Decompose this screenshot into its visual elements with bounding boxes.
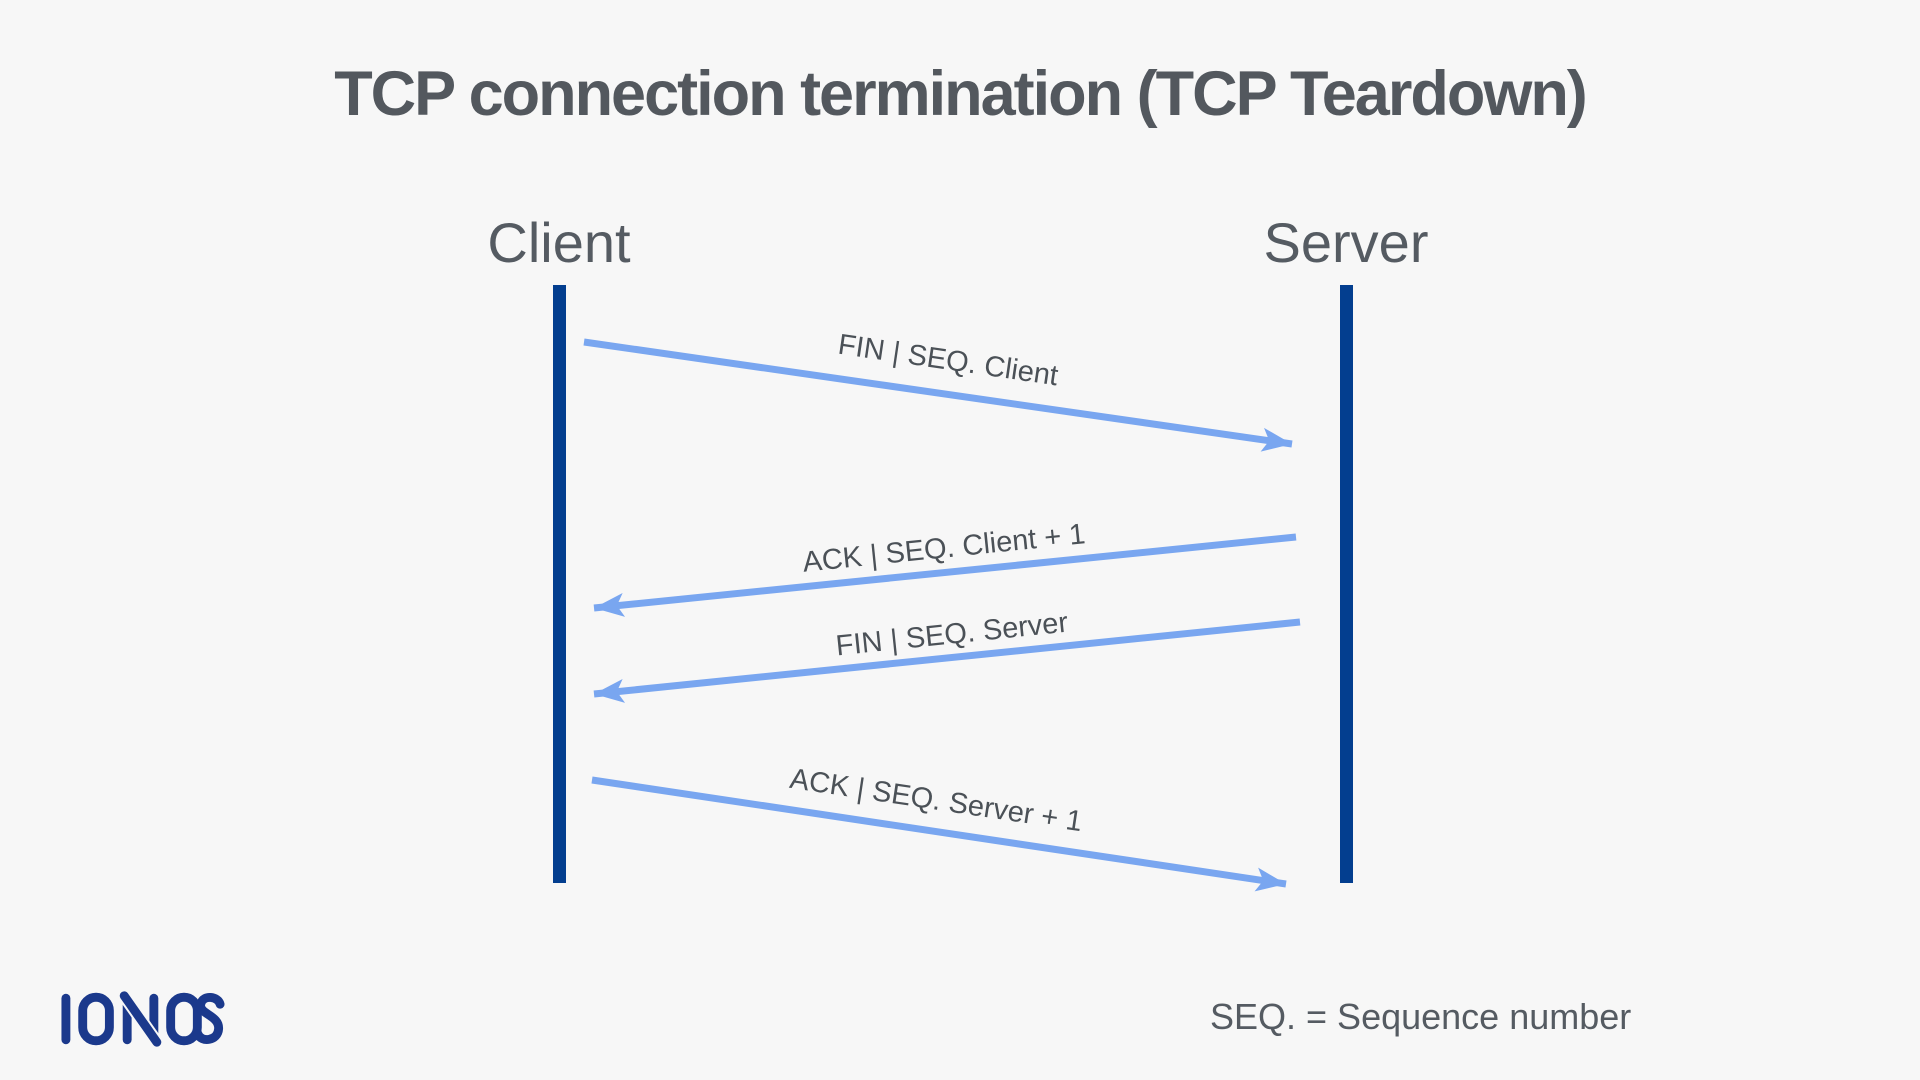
logo-letter-o1 [78, 992, 114, 1046]
ionos-logo [61, 991, 225, 1047]
arrow-ack-server [591, 776, 1287, 892]
arrow-fin-client [583, 338, 1293, 452]
logo-letter-n-diagonal [119, 991, 162, 1047]
lifeline-server [1340, 285, 1353, 883]
actor-label-client: Client [487, 211, 631, 274]
logo-letter-o2 [166, 992, 202, 1046]
page-title: TCP connection termination (TCP Teardown… [334, 59, 1588, 129]
arrow-ack-client [593, 533, 1297, 617]
logo-letter-s [193, 993, 225, 1044]
actor-label-server: Server [1263, 211, 1429, 274]
lifeline-client [553, 285, 566, 883]
legend-text: SEQ. = Sequence number [1210, 996, 1632, 1037]
arrow-fin-server [593, 618, 1301, 703]
